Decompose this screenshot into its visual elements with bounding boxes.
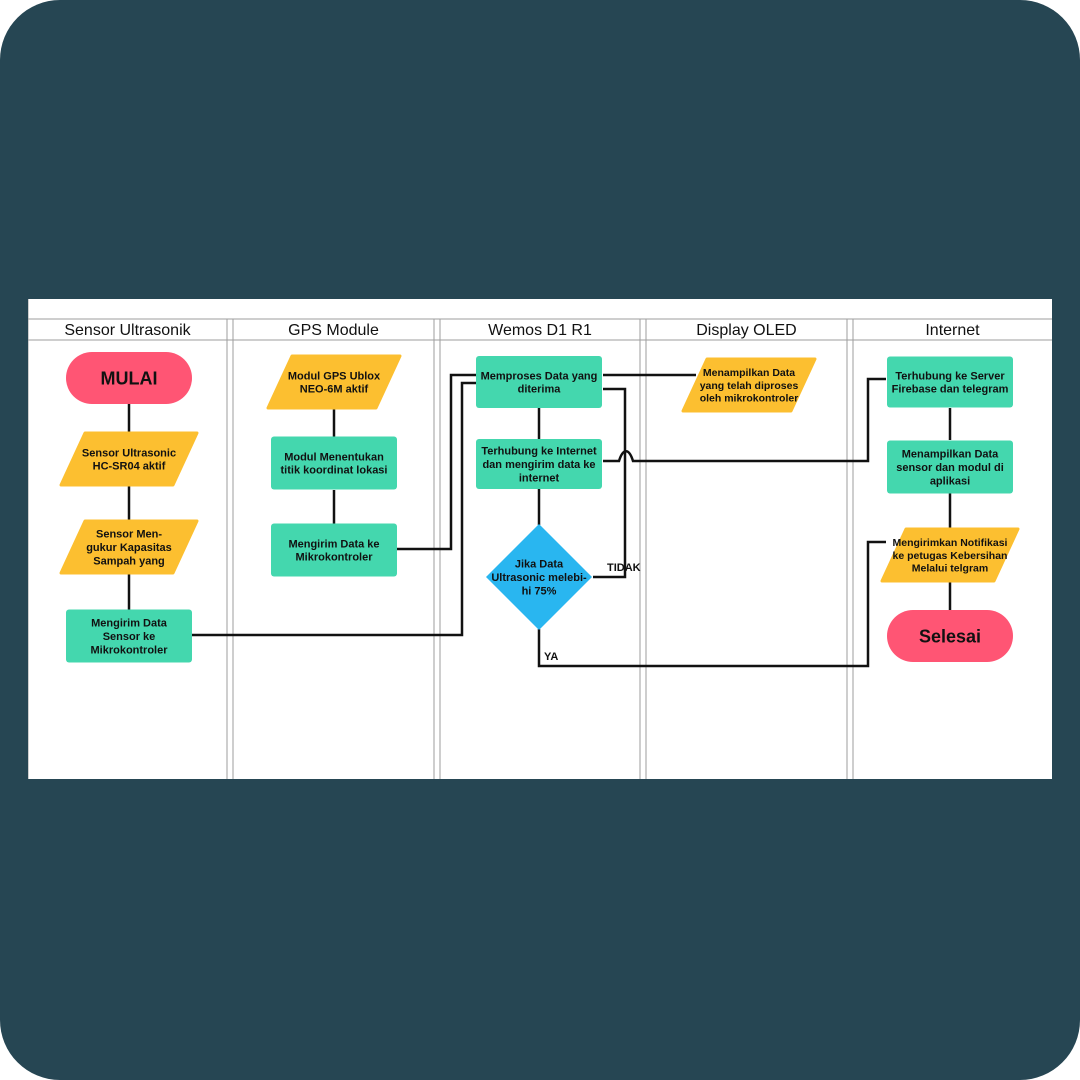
- node-label-line: Mengirimkan Notifikasi: [893, 537, 1008, 549]
- edge-label-ya: YA: [544, 651, 558, 663]
- process-box: [476, 439, 602, 489]
- node-label-line: Selesai: [919, 626, 981, 646]
- node-label-line: Sampah yang: [93, 555, 165, 567]
- connectors: [127, 373, 952, 668]
- node-label-line: diterima: [518, 384, 562, 396]
- node-label-line: Modul Menentukan: [284, 451, 384, 463]
- process-box: [887, 356, 1013, 408]
- swimlane-flowchart: Sensor Ultrasonik GPS Module Wemos D1 R1 Di…: [28, 299, 1052, 779]
- node-label-line: Terhubung ke Internet: [481, 446, 597, 458]
- process-box: [271, 523, 397, 577]
- node-label: Selesai: [919, 626, 981, 646]
- node-label-line: hi 75%: [522, 585, 557, 597]
- process-box: [476, 356, 602, 408]
- node-label-line: NEO-6M aktif: [300, 384, 369, 396]
- lane-title-oled: Display OLED: [696, 322, 796, 339]
- node-label: Memproses Data yang diterima: [481, 370, 598, 395]
- flowchart-canvas: Sensor Ultrasonik GPS Module Wemos D1 R1 Di…: [28, 299, 1052, 779]
- node-label-line: sensor dan modul di: [896, 462, 1004, 474]
- node-gps-lokasi-process: Modul Menentukan titik koordinat lokasi: [271, 436, 397, 490]
- node-label-line: Menampilkan Data: [703, 367, 795, 379]
- io-parallelogram: [59, 431, 199, 487]
- lane-title-gps: GPS Module: [288, 322, 379, 339]
- node-label-line: yang telah diproses: [700, 380, 799, 392]
- node-label-line: gukur Kapasitas: [86, 542, 172, 554]
- process-box: [271, 436, 397, 490]
- node-label: MULAI: [101, 368, 158, 388]
- node-label-line: internet: [519, 472, 560, 484]
- node-label-line: Sensor Ultrasonic: [82, 447, 176, 459]
- node-gps-kirim-process: Mengirim Data ke Mikrokontroler: [271, 523, 397, 577]
- node-label-line: oleh mikrokontroler: [700, 393, 799, 405]
- node-label-line: Menampilkan Data: [902, 449, 999, 461]
- node-label-line: ke petugas Kebersihan: [893, 550, 1008, 562]
- node-label-line: aplikasi: [930, 475, 970, 487]
- io-parallelogram: [59, 519, 199, 575]
- io-parallelogram: [266, 354, 402, 410]
- node-label-line: Mengirim Data: [91, 618, 168, 630]
- edge-decision-ya-to-notif: [537, 540, 886, 668]
- lane-title-wemos: Wemos D1 R1: [488, 322, 592, 339]
- decision-diamond: [486, 524, 592, 630]
- node-label-line: HC-SR04 aktif: [93, 461, 166, 473]
- edge-label-tidak: TIDAK: [607, 562, 641, 574]
- process-box: [66, 609, 192, 663]
- node-label-line: dan mengirim data ke: [482, 459, 595, 471]
- node-label-line: Terhubung ke Server: [895, 370, 1005, 382]
- lane-title-internet: Internet: [925, 322, 980, 339]
- edge-wemos-internet-to-server: [603, 377, 886, 463]
- node-selesai-terminal: Selesai: [887, 610, 1013, 662]
- node-label-line: Firebase dan telegram: [892, 384, 1009, 396]
- node-label-line: Mengirim Data ke: [288, 538, 379, 550]
- process-box: [887, 440, 1013, 494]
- node-label-line: Memproses Data yang: [481, 370, 598, 382]
- node-mulai-terminal: MULAI: [66, 352, 192, 404]
- lane-title-sensor: Sensor Ultrasonik: [64, 322, 191, 339]
- node-label-line: MULAI: [101, 368, 158, 388]
- node-label-line: Sensor Men-: [96, 529, 162, 541]
- terminal-pill: [66, 352, 192, 404]
- node-label-line: Jika Data: [515, 559, 564, 571]
- node-label-line: Melalui telgram: [912, 563, 988, 575]
- node-label-line: titik koordinat lokasi: [281, 465, 388, 477]
- edge-decision-tidak-loop: [593, 387, 627, 579]
- node-label-line: Sensor ke: [103, 631, 156, 643]
- node-label-line: Ultrasonic melebi-: [491, 572, 587, 584]
- node-label-line: Modul GPS Ublox: [288, 370, 381, 382]
- node-label-line: Mikrokontroler: [90, 644, 168, 656]
- swimlanes: Sensor Ultrasonik GPS Module Wemos D1 R1 Di…: [28, 299, 1052, 779]
- node-label: Modul Menentukan titik koordinat lokasi: [281, 451, 388, 476]
- node-label: Mengirim Data ke Mikrokontroler: [288, 538, 379, 563]
- io-parallelogram: [681, 357, 817, 413]
- node-label-line: Mikrokontroler: [295, 552, 373, 564]
- io-parallelogram: [880, 527, 1020, 583]
- edge-gps-kirim-to-wemos: [395, 373, 476, 551]
- node-wemos-proses-process: Memproses Data yang diterima: [476, 356, 602, 408]
- edge-sensor-kirim-to-wemos: [191, 381, 476, 637]
- terminal-pill: [887, 610, 1013, 662]
